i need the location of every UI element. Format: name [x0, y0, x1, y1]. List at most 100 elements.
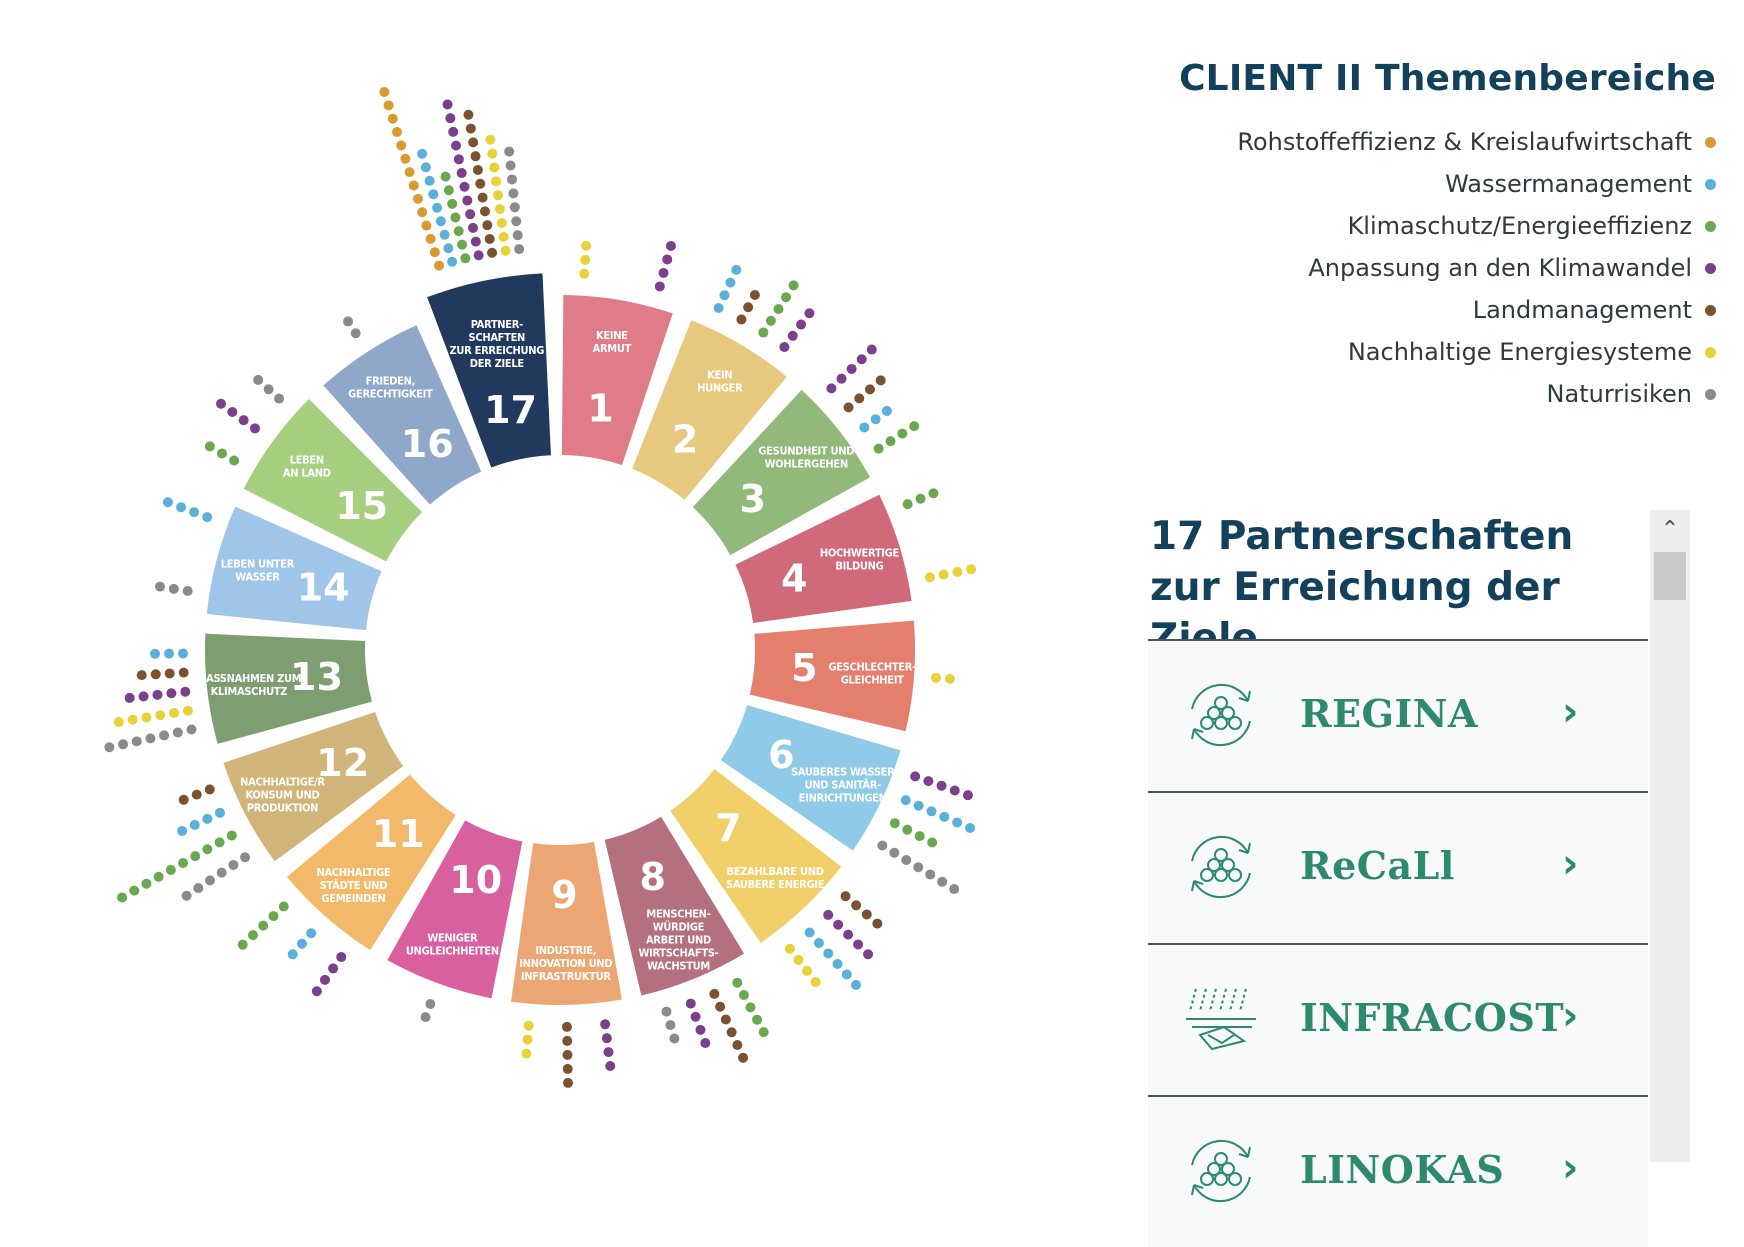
theme-dot: [661, 1006, 672, 1017]
theme-dot: [429, 247, 440, 258]
project-item-recall[interactable]: ReCaLl›: [1148, 791, 1648, 943]
sdg-segment-shape[interactable]: [749, 620, 915, 732]
theme-dot: [662, 254, 673, 265]
scroll-up-button[interactable]: ⌃: [1660, 517, 1680, 542]
sdg-segment-shape[interactable]: [720, 705, 901, 851]
project-item-infracost[interactable]: INFRACOST›: [1148, 943, 1648, 1095]
legend-item-label: Klimaschutz/Energieeffizienz: [1347, 212, 1692, 240]
sdg-segment-shape[interactable]: [604, 816, 745, 996]
theme-dot: [965, 823, 976, 834]
theme-dot: [813, 937, 824, 948]
theme-dot: [443, 185, 454, 196]
theme-dot: [443, 243, 454, 254]
project-item-linokas[interactable]: LINOKAS›: [1148, 1095, 1648, 1247]
sdg-segment-label: KEIN: [707, 368, 732, 381]
sdg-segment-shape[interactable]: [323, 325, 482, 505]
theme-dot: [420, 162, 431, 173]
sdg-segment-shape[interactable]: [223, 712, 404, 862]
theme-dot: [758, 1027, 769, 1038]
theme-dot: [492, 190, 503, 201]
sdg-segment-shape[interactable]: [632, 320, 787, 500]
theme-dot: [191, 789, 202, 800]
theme-dot: [875, 375, 886, 386]
sdg-segment-shape[interactable]: [205, 633, 372, 744]
theme-dot: [914, 831, 925, 842]
legend-item: Rohstoffeffizienz & Kreislaufwirtschaft: [1076, 121, 1716, 163]
theme-dot: [511, 216, 522, 227]
theme-dot: [178, 794, 189, 805]
theme-dot: [311, 986, 322, 997]
theme-dot: [745, 1002, 756, 1013]
chevron-right-icon[interactable]: ›: [1562, 1145, 1579, 1191]
sdg-segment-number: 13: [290, 655, 343, 699]
theme-dot: [319, 974, 330, 985]
legend-item-label: Nachhaltige Energiesysteme: [1347, 338, 1692, 366]
theme-dot: [897, 428, 908, 439]
sdg-segment-shape[interactable]: [286, 774, 456, 951]
theme-dot: [383, 100, 394, 111]
theme-dot: [189, 819, 200, 830]
theme-dot: [439, 229, 450, 240]
project-item-regina[interactable]: REGINA›: [1148, 639, 1648, 791]
theme-dot: [804, 927, 815, 938]
sdg-segment-shape[interactable]: [206, 506, 382, 631]
sdg-segment-shape[interactable]: [735, 494, 912, 624]
theme-dot: [496, 217, 507, 228]
sdg-segment-label: GLEICHHEIT: [841, 674, 904, 687]
theme-dot: [514, 244, 525, 255]
theme-dot: [731, 264, 742, 275]
chevron-right-icon[interactable]: ›: [1562, 993, 1579, 1039]
theme-dot: [460, 253, 471, 264]
theme-dot: [479, 206, 490, 217]
theme-dot: [228, 859, 239, 870]
theme-dot: [870, 414, 881, 425]
sdg-segment-shape[interactable]: [511, 842, 622, 1006]
sdg-segment-shape[interactable]: [561, 295, 673, 466]
theme-dot: [172, 727, 183, 738]
theme-dot: [391, 127, 402, 138]
sdg-segment-shape[interactable]: [670, 768, 842, 943]
theme-dot: [417, 207, 428, 218]
sdg-segment-shape[interactable]: [243, 399, 423, 562]
theme-dot: [925, 869, 936, 880]
theme-dot: [487, 148, 498, 159]
legend-item: Wassermanagement: [1076, 163, 1716, 205]
theme-legend: CLIENT II Themenbereiche Rohstoffeffizie…: [1076, 58, 1716, 415]
theme-dot: [162, 497, 173, 508]
sdg-segment-label: KEINE: [596, 329, 628, 342]
theme-dot: [145, 733, 156, 744]
sdg-segment-shape[interactable]: [427, 273, 551, 468]
sdg-segment-shape[interactable]: [387, 820, 523, 999]
chevron-right-icon[interactable]: ›: [1562, 689, 1579, 735]
theme-dot: [104, 742, 115, 753]
scroll-thumb[interactable]: [1654, 552, 1686, 600]
theme-dot: [127, 714, 138, 725]
scrollbar[interactable]: ⌃: [1650, 510, 1690, 1162]
sdg-segment-shape[interactable]: [692, 389, 871, 556]
theme-dot: [915, 493, 926, 504]
chevron-right-icon[interactable]: ›: [1562, 841, 1579, 887]
theme-dot: [425, 233, 436, 244]
sdg-segment-label: LEBEN: [290, 454, 324, 467]
theme-dot: [854, 393, 865, 404]
theme-dot: [141, 878, 152, 889]
theme-dot: [150, 648, 161, 659]
theme-dot: [424, 175, 435, 186]
